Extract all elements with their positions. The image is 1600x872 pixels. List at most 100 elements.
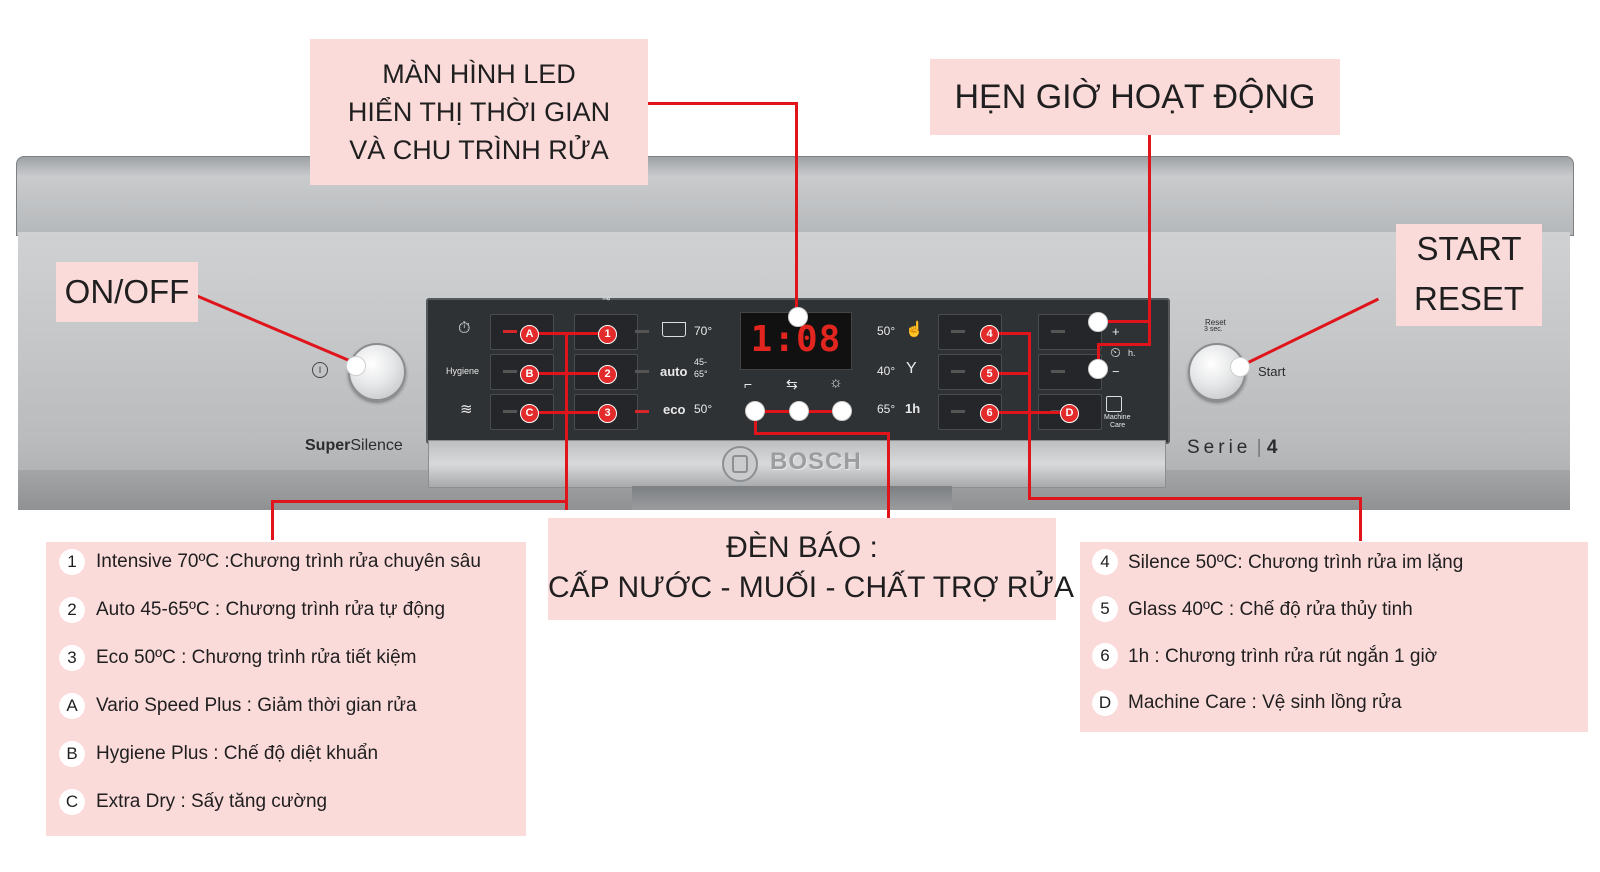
- eco-label: eco: [663, 402, 686, 417]
- intensive-temp: 70°: [694, 324, 713, 338]
- legend-right-text-5: Glass 40ºC : Chế độ rửa thủy tinh: [1128, 599, 1413, 620]
- hours-label: h.: [1128, 348, 1136, 358]
- model-label: SuperSilence: [305, 437, 403, 455]
- line-right-group-v: [1028, 332, 1031, 500]
- clock-icon: ⏲: [1110, 344, 1121, 360]
- line-timer-plus: [1097, 320, 1149, 323]
- callout-start-reset: START RESET: [1396, 224, 1542, 326]
- legend-left-text-3: Eco 50ºC : Chương trình rửa tiết kiệm: [96, 647, 417, 668]
- glass-icon: Y: [906, 360, 917, 377]
- line-left-to-legend: [271, 500, 568, 503]
- plus-sign: +: [1112, 324, 1120, 339]
- callout-onoff-text: ON/OFF: [64, 273, 190, 310]
- line-left-group-h2: [528, 372, 608, 375]
- legend-left-text-c: Extra Dry : Sấy tăng cường: [96, 791, 328, 812]
- callout-start-text: START: [1416, 230, 1522, 267]
- auto-label: auto: [660, 364, 688, 379]
- legend-right: 4 Silence 50ºC: Chương trình rửa im lặng…: [1080, 542, 1588, 732]
- callout-led-line-2: HIỂN THỊ THỜI GIAN: [347, 97, 611, 127]
- marker-a: A: [520, 325, 539, 344]
- timer-minus-marker: [1088, 359, 1108, 379]
- power-symbol-icon: I: [312, 362, 328, 378]
- vario-speed-icon: ⏱: [458, 320, 471, 337]
- marker-5: 5: [980, 365, 999, 384]
- auto-temp-high: 45-: [694, 357, 708, 367]
- callout-timer: HẸN GIỜ HOẠT ĐỘNG: [930, 59, 1340, 135]
- legend-left-text-b: Hygiene Plus : Chế độ diệt khuẩn: [96, 743, 379, 764]
- machine-care-label-2: Care: [1110, 422, 1126, 429]
- line-left-legend-v: [271, 500, 274, 540]
- legend-right-key-6: 6: [1092, 643, 1118, 669]
- callout-onoff: ON/OFF: [56, 262, 198, 322]
- line-left-group-h3: [528, 411, 608, 414]
- legend-left-key-3: 3: [59, 645, 85, 671]
- start-knob[interactable]: [1188, 343, 1246, 401]
- marker-d: D: [1060, 404, 1079, 423]
- line-indicators-v2: [887, 432, 890, 518]
- series-name: Serie: [1187, 437, 1252, 458]
- marker-4: 4: [980, 325, 999, 344]
- callout-indicators-line-2: CẤP NƯỚC - MUỐI - CHẤT TRỢ RỬA: [548, 571, 1075, 604]
- series-number: 4: [1266, 437, 1282, 458]
- line-left-group-h: [528, 332, 608, 335]
- line-indicators-h2: [754, 432, 890, 435]
- rinse-aid-icon: ☼: [829, 374, 843, 391]
- water-tap-icon: ⌐: [744, 376, 753, 392]
- minus-sign: −: [1112, 364, 1120, 379]
- hygiene-label: Hygiene: [446, 366, 480, 376]
- marker-1: 1: [598, 325, 617, 344]
- callout-led-line-1: MÀN HÌNH LED: [382, 59, 576, 89]
- marker-6: 6: [980, 404, 999, 423]
- line-timer-minus: [1097, 343, 1151, 346]
- legend-right-key-5: 5: [1092, 596, 1118, 622]
- eco-temp: 50°: [694, 402, 713, 416]
- door-handle[interactable]: [428, 440, 1166, 488]
- line-left-group-v: [565, 332, 568, 510]
- led-display: 1:08: [740, 312, 852, 370]
- legend-right-key-d: D: [1092, 690, 1118, 716]
- salt-marker: [789, 401, 809, 421]
- quick-temp: 65°: [877, 402, 896, 416]
- line-right-group-h: [990, 332, 1030, 335]
- legend-left-key-1: 1: [59, 549, 85, 575]
- line-right-group-h2: [990, 372, 1030, 375]
- legend-left-key-b: B: [59, 741, 85, 767]
- pot-icon: [662, 322, 686, 337]
- salt-refill-icon: ⇆: [786, 376, 798, 392]
- bosch-logo: [722, 446, 758, 482]
- callout-indicators: ĐÈN BÁO : CẤP NƯỚC - MUỐI - CHẤT TRỢ RỬA: [548, 518, 1075, 620]
- glass-temp: 40°: [877, 364, 896, 378]
- callout-timer-text: HẸN GIỜ HOẠT ĐỘNG: [954, 78, 1316, 116]
- legend-right-text-6: 1h : Chương trình rửa rút ngắn 1 giờ: [1128, 646, 1438, 667]
- rinse-marker: [832, 401, 852, 421]
- marker-b: B: [520, 365, 539, 384]
- legend-left-text-1: Intensive 70ºC :Chương trình rửa chuyên …: [96, 551, 481, 572]
- handle-recess: [632, 486, 952, 510]
- brand-name: BOSCH: [770, 448, 862, 475]
- led-marker: [788, 307, 808, 327]
- line-indicators-v1: [754, 410, 757, 434]
- marker-c: C: [520, 404, 539, 423]
- quick-time: 1h: [905, 401, 921, 416]
- extra-dry-icon: ≋: [460, 401, 473, 418]
- silence-button[interactable]: [938, 314, 1002, 350]
- silence-icon: ☝: [905, 321, 924, 338]
- line-timer-v: [1148, 132, 1151, 346]
- model-label-a: Super: [305, 437, 351, 454]
- machine-care-icon: [1106, 396, 1122, 412]
- marker-3: 3: [598, 404, 617, 423]
- legend-left-key-c: C: [59, 789, 85, 815]
- line-right-legend-v: [1359, 497, 1362, 541]
- reset-sublabel: 3 sec.: [1204, 326, 1223, 333]
- legend-left-key-a: A: [59, 693, 85, 719]
- legend-right-text-4: Silence 50ºC: Chương trình rửa im lặng: [1128, 552, 1464, 573]
- line-timer-minus-v: [1097, 343, 1100, 369]
- start-marker: [1230, 357, 1250, 377]
- timer-plus-marker: [1088, 312, 1108, 332]
- start-label: Start: [1258, 364, 1286, 379]
- tap-key-icon: ⊸: [602, 294, 611, 305]
- line-led-v: [795, 102, 798, 316]
- reset-label: Reset: [1205, 318, 1226, 327]
- legend-left: 1 Intensive 70ºC :Chương trình rửa chuyê…: [46, 542, 526, 836]
- power-marker: [346, 356, 366, 376]
